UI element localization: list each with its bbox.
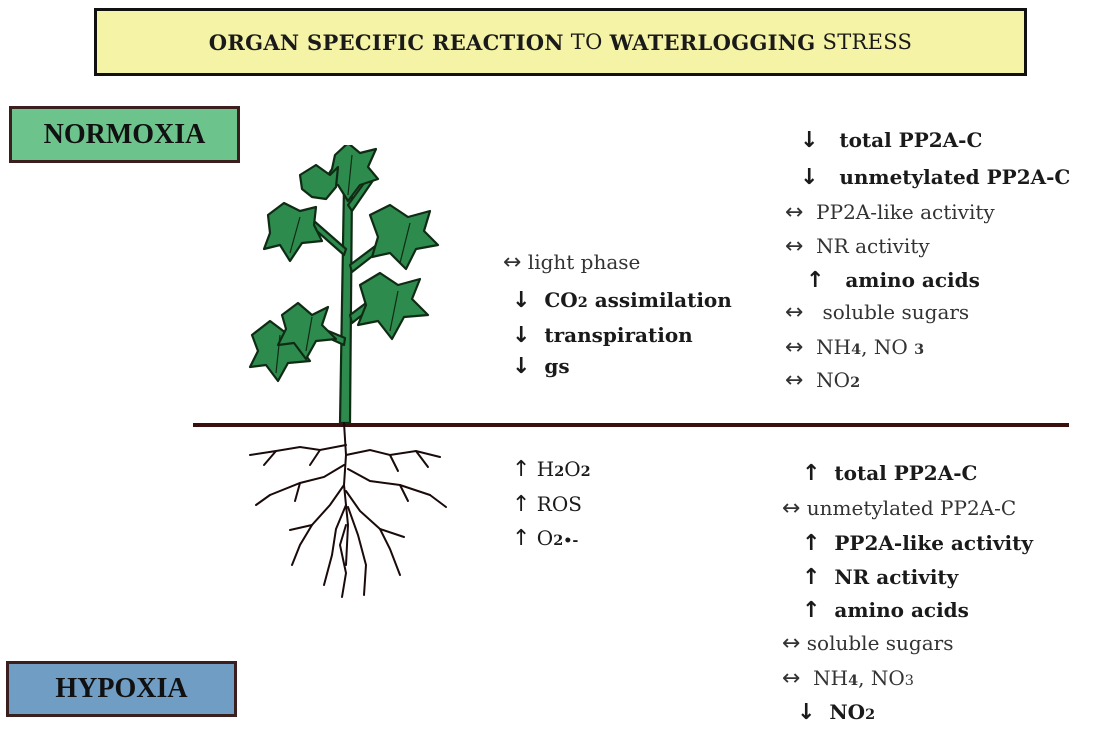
root-total-pp2a-row: ↑ total PP2A-C: [802, 463, 977, 485]
down-arrow-icon: ↓: [512, 354, 531, 379]
down-arrow-icon: ↓: [512, 323, 531, 348]
nr-activity-text: NR activity: [816, 234, 930, 258]
amino-acids-text: amino acids: [845, 268, 980, 292]
no3-text: , NO: [858, 666, 905, 690]
plant-illustration: [248, 145, 447, 598]
both-arrow-icon: ↔: [782, 666, 801, 691]
root-unmetylated-row: ↔ unmetylated PP2A-C: [782, 498, 1016, 520]
h2o2-sub1: 2: [554, 463, 565, 480]
up-arrow-icon: ↑: [806, 268, 825, 293]
no3-sub: 3: [904, 673, 914, 689]
up-arrow-icon: ↑: [802, 565, 821, 590]
both-arrow-icon: ↔: [785, 300, 804, 325]
o2-sup: •-: [563, 532, 579, 549]
gs-text: gs: [544, 354, 570, 378]
both-arrow-icon: ↔: [782, 631, 801, 656]
normoxia-text: NORMOXIA: [43, 118, 206, 150]
no2-text: NO: [816, 368, 851, 392]
leaf-total-pp2a-row: ↓ total PP2A-C: [800, 130, 982, 152]
down-arrow-icon: ↓: [512, 288, 531, 313]
unmetylated-pp2a-text: unmetylated PP2A-C: [806, 496, 1017, 520]
title-part-4: STRESS: [815, 30, 913, 54]
down-arrow-icon: ↓: [800, 128, 819, 153]
up-arrow-icon: ↑: [512, 526, 531, 551]
soluble-sugars-text: soluble sugars: [806, 631, 954, 655]
h2o2-o: O: [564, 457, 581, 481]
h2o2-h: H: [536, 457, 555, 481]
co2-sub: 2: [577, 294, 588, 311]
transpiration-row: ↓ transpiration: [512, 325, 693, 347]
no2-text: NO: [829, 700, 866, 724]
pp2a-activity-text: PP2A-like activity: [834, 531, 1033, 555]
up-arrow-icon: ↑: [512, 457, 531, 482]
up-arrow-icon: ↑: [802, 598, 821, 623]
both-arrow-icon: ↔: [785, 200, 804, 225]
ros-row: ↑ ROS: [512, 494, 582, 516]
no2-sub: 2: [850, 374, 861, 391]
root-nr-activity-row: ↑ NR activity: [802, 567, 958, 589]
unmetylated-pp2a-text: unmetylated PP2A-C: [839, 165, 1071, 189]
title-part-1: ORGAN SPECIFIC REACTION: [208, 29, 564, 55]
title-part-3: WATERLOGGING: [609, 29, 816, 55]
up-arrow-icon: ↑: [802, 461, 821, 486]
both-arrow-icon: ↔: [785, 234, 804, 259]
root-amino-acids-row: ↑ amino acids: [802, 600, 969, 622]
leaf-amino-acids-row: ↑ amino acids: [806, 270, 980, 292]
plant-roots: [249, 422, 447, 598]
hypoxia-text: HYPOXIA: [55, 673, 188, 704]
amino-acids-text: amino acids: [834, 598, 969, 622]
o2-sub: 2: [553, 532, 564, 549]
nh4-sub: 4: [848, 672, 859, 689]
no3-sub: 3: [914, 341, 925, 358]
nh4-text: NH: [813, 666, 849, 690]
pp2a-activity-text: PP2A-like activity: [816, 200, 995, 224]
hypoxia-label: HYPOXIA: [6, 661, 237, 717]
title-box: ORGAN SPECIFIC REACTION TO WATERLOGGING …: [94, 8, 1027, 76]
up-arrow-icon: ↑: [512, 492, 531, 517]
no3-text: , NO: [861, 335, 908, 359]
leaf-nr-activity-row: ↔ NR activity: [785, 236, 930, 258]
nh4-sub: 4: [851, 341, 862, 358]
no2-sub: 2: [865, 706, 876, 723]
up-arrow-icon: ↑: [802, 531, 821, 556]
leaf-soluble-sugars-row: ↔ soluble sugars: [785, 302, 969, 324]
root-pp2a-activity-row: ↑ PP2A-like activity: [802, 533, 1033, 555]
light-phase-text: light phase: [527, 250, 641, 274]
soluble-sugars-text: soluble sugars: [822, 300, 970, 324]
co2-text: CO: [544, 288, 578, 312]
both-arrow-icon: ↔: [785, 368, 804, 393]
down-arrow-icon: ↓: [797, 700, 816, 725]
leaf-pp2a-activity-row: ↔ PP2A-like activity: [785, 202, 995, 224]
gs-row: ↓ gs: [512, 356, 570, 378]
co2-assimilation-text: assimilation: [594, 288, 732, 312]
title-part-2: TO: [563, 30, 610, 54]
total-pp2a-text: total PP2A-C: [834, 461, 978, 485]
both-arrow-icon: ↔: [503, 250, 522, 275]
light-phase-row: ↔ light phase: [503, 252, 640, 274]
both-arrow-icon: ↔: [782, 496, 801, 521]
transpiration-text: transpiration: [544, 323, 693, 347]
o2-o: O: [536, 526, 554, 550]
ros-text: ROS: [536, 492, 582, 516]
down-arrow-icon: ↓: [800, 165, 819, 190]
h2o2-sub2: 2: [580, 463, 591, 480]
normoxia-label: NORMOXIA: [9, 106, 240, 163]
soil-line: [193, 423, 1069, 427]
total-pp2a-text: total PP2A-C: [839, 128, 983, 152]
nh4-text: NH: [816, 335, 852, 359]
leaf-unmetylated-row: ↓ unmetylated PP2A-C: [800, 167, 1070, 189]
both-arrow-icon: ↔: [785, 335, 804, 360]
plant-shoot: [248, 145, 440, 425]
nr-activity-text: NR activity: [834, 565, 959, 589]
root-soluble-sugars-row: ↔ soluble sugars: [782, 633, 953, 655]
